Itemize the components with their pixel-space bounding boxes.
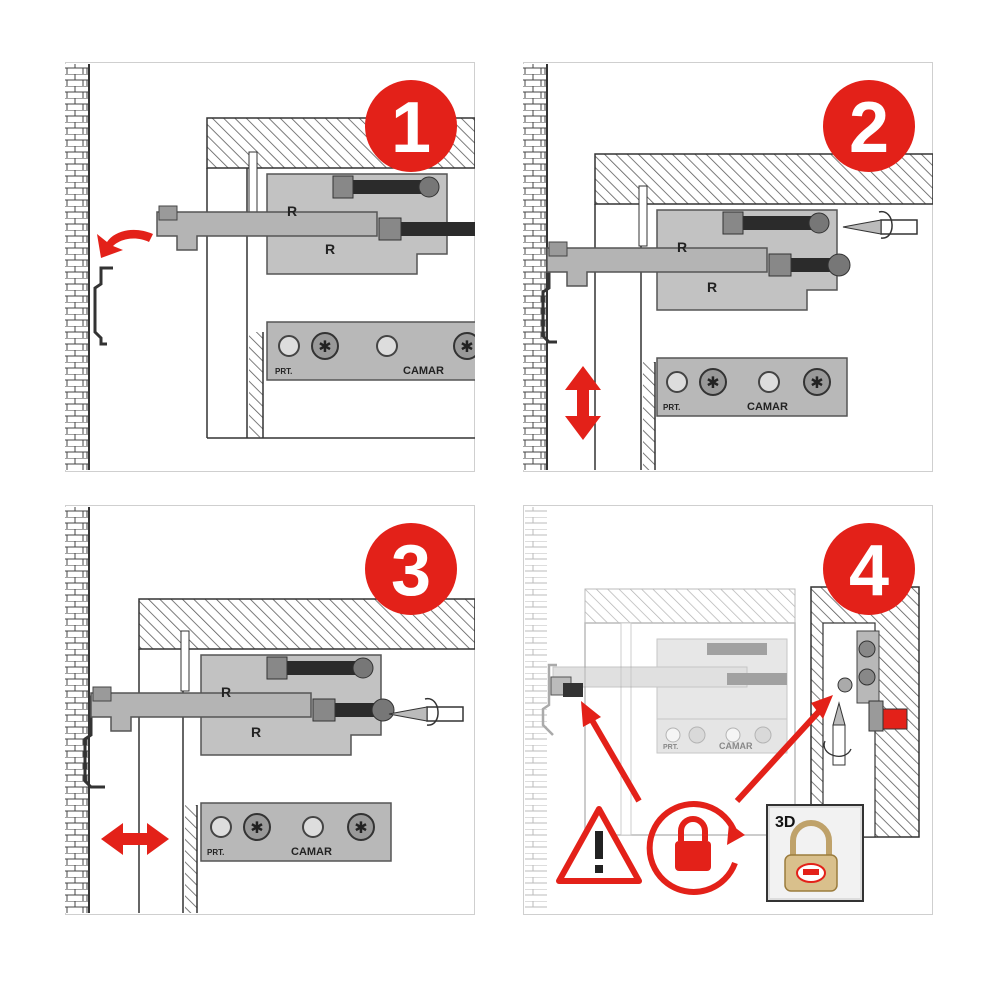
lock-rotate-icon [646,801,745,895]
hanger-bracket: ✱ ✱ [90,654,395,862]
brand-label: CAMAR [291,846,332,858]
step-4-panel: PRT. CAMAR [523,505,933,915]
brick-wall-icon [65,64,90,470]
step-number-badge: 3 [365,523,457,615]
hanger-label-lower: R [251,724,261,740]
hanger-label-lower: R [707,279,717,295]
badge-3d-label: 3D [775,814,795,831]
screwdriver-icon [388,698,464,726]
hanger-bracket: ✱ ✱ [546,209,851,417]
hanger-label-upper: R [287,203,297,219]
step-number: 1 [391,88,431,168]
step-1-panel: ✱ ✱ R R PRT. CAMAR 1 [65,62,475,472]
brand-label: CAMAR [747,401,788,413]
horizontal-adjust-arrow-icon [101,823,169,855]
plate-mark: PRT. [663,403,680,412]
step-3-panel: ✱ ✱ R R PRT. CAMAR 3 [65,505,475,915]
svg-text:✱: ✱ [318,339,331,356]
screwdriver-icon [823,701,852,766]
vertical-adjust-arrow-icon [565,366,601,440]
step-number-badge: 2 [823,80,915,172]
hanger-bracket: ✱ ✱ [156,173,475,381]
side-hanger [837,630,908,732]
svg-text:✱: ✱ [250,820,263,837]
pointer-arrow-left [581,701,642,803]
wall-rail-icon [93,266,113,346]
padlock-3d-icon [766,804,864,902]
hanger-label-lower: R [325,241,335,257]
hanger-label-upper: R [221,684,231,700]
plate-mark: PRT. [207,848,224,857]
svg-text:✱: ✱ [460,339,473,356]
plate-mark: PRT. [275,367,292,376]
hanger-label-upper: R [677,239,687,255]
step-number: 4 [849,531,889,611]
step-number: 2 [849,88,889,168]
brick-wall-icon [523,64,548,470]
screwdriver-icon [842,211,918,239]
step-number-badge: 4 [823,523,915,615]
svg-text:✱: ✱ [706,375,719,392]
brand-label: CAMAR [403,365,444,377]
svg-text:✱: ✱ [354,820,367,837]
plate-mark: PRT. [663,744,678,751]
step-2-panel: ✱ ✱ R R PRT. CAMAR 2 [523,62,933,472]
warning-triangle-icon [556,806,642,884]
brick-wall-icon [65,507,90,913]
curved-arrow-icon [97,229,153,258]
brand-label: CAMAR [719,741,753,751]
step-number: 3 [391,531,431,611]
step-number-badge: 1 [365,80,457,172]
pointer-arrow-right [734,695,833,804]
svg-text:✱: ✱ [810,375,823,392]
